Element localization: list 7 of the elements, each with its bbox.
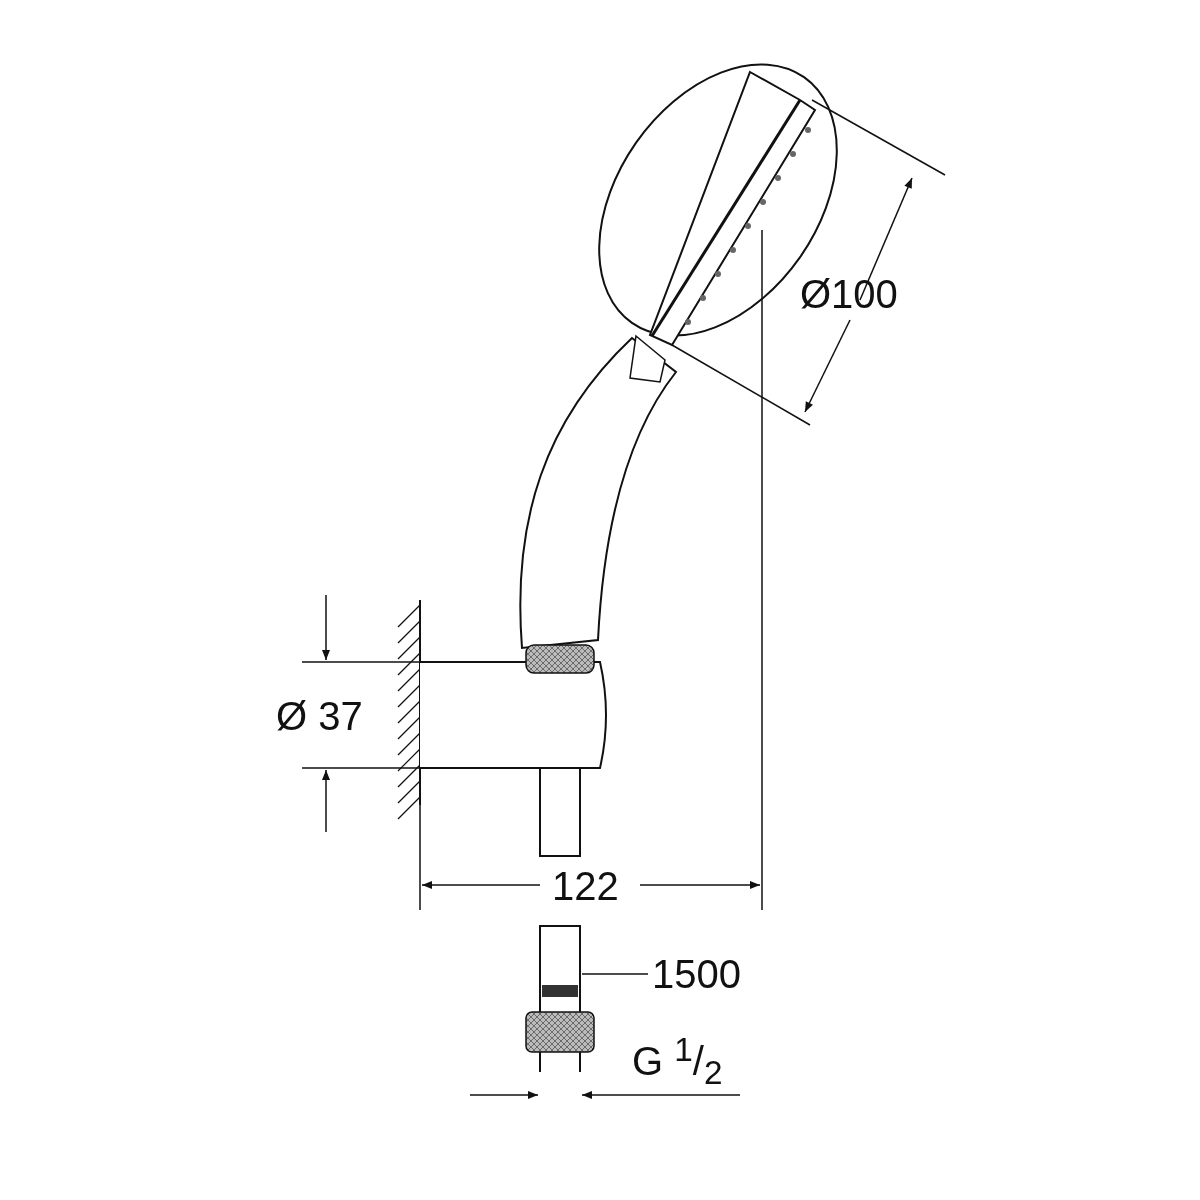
dimension-label: Ø100 <box>800 272 898 316</box>
leader-line <box>581 973 649 975</box>
dimension-label: G $^{1}$/$_{2}$ <box>632 1030 723 1094</box>
dimension-label: 122 <box>552 864 619 908</box>
dimension-label: Ø 37 <box>276 694 363 738</box>
length-label: 1500 <box>652 952 741 996</box>
hose-drawing <box>539 925 581 1013</box>
